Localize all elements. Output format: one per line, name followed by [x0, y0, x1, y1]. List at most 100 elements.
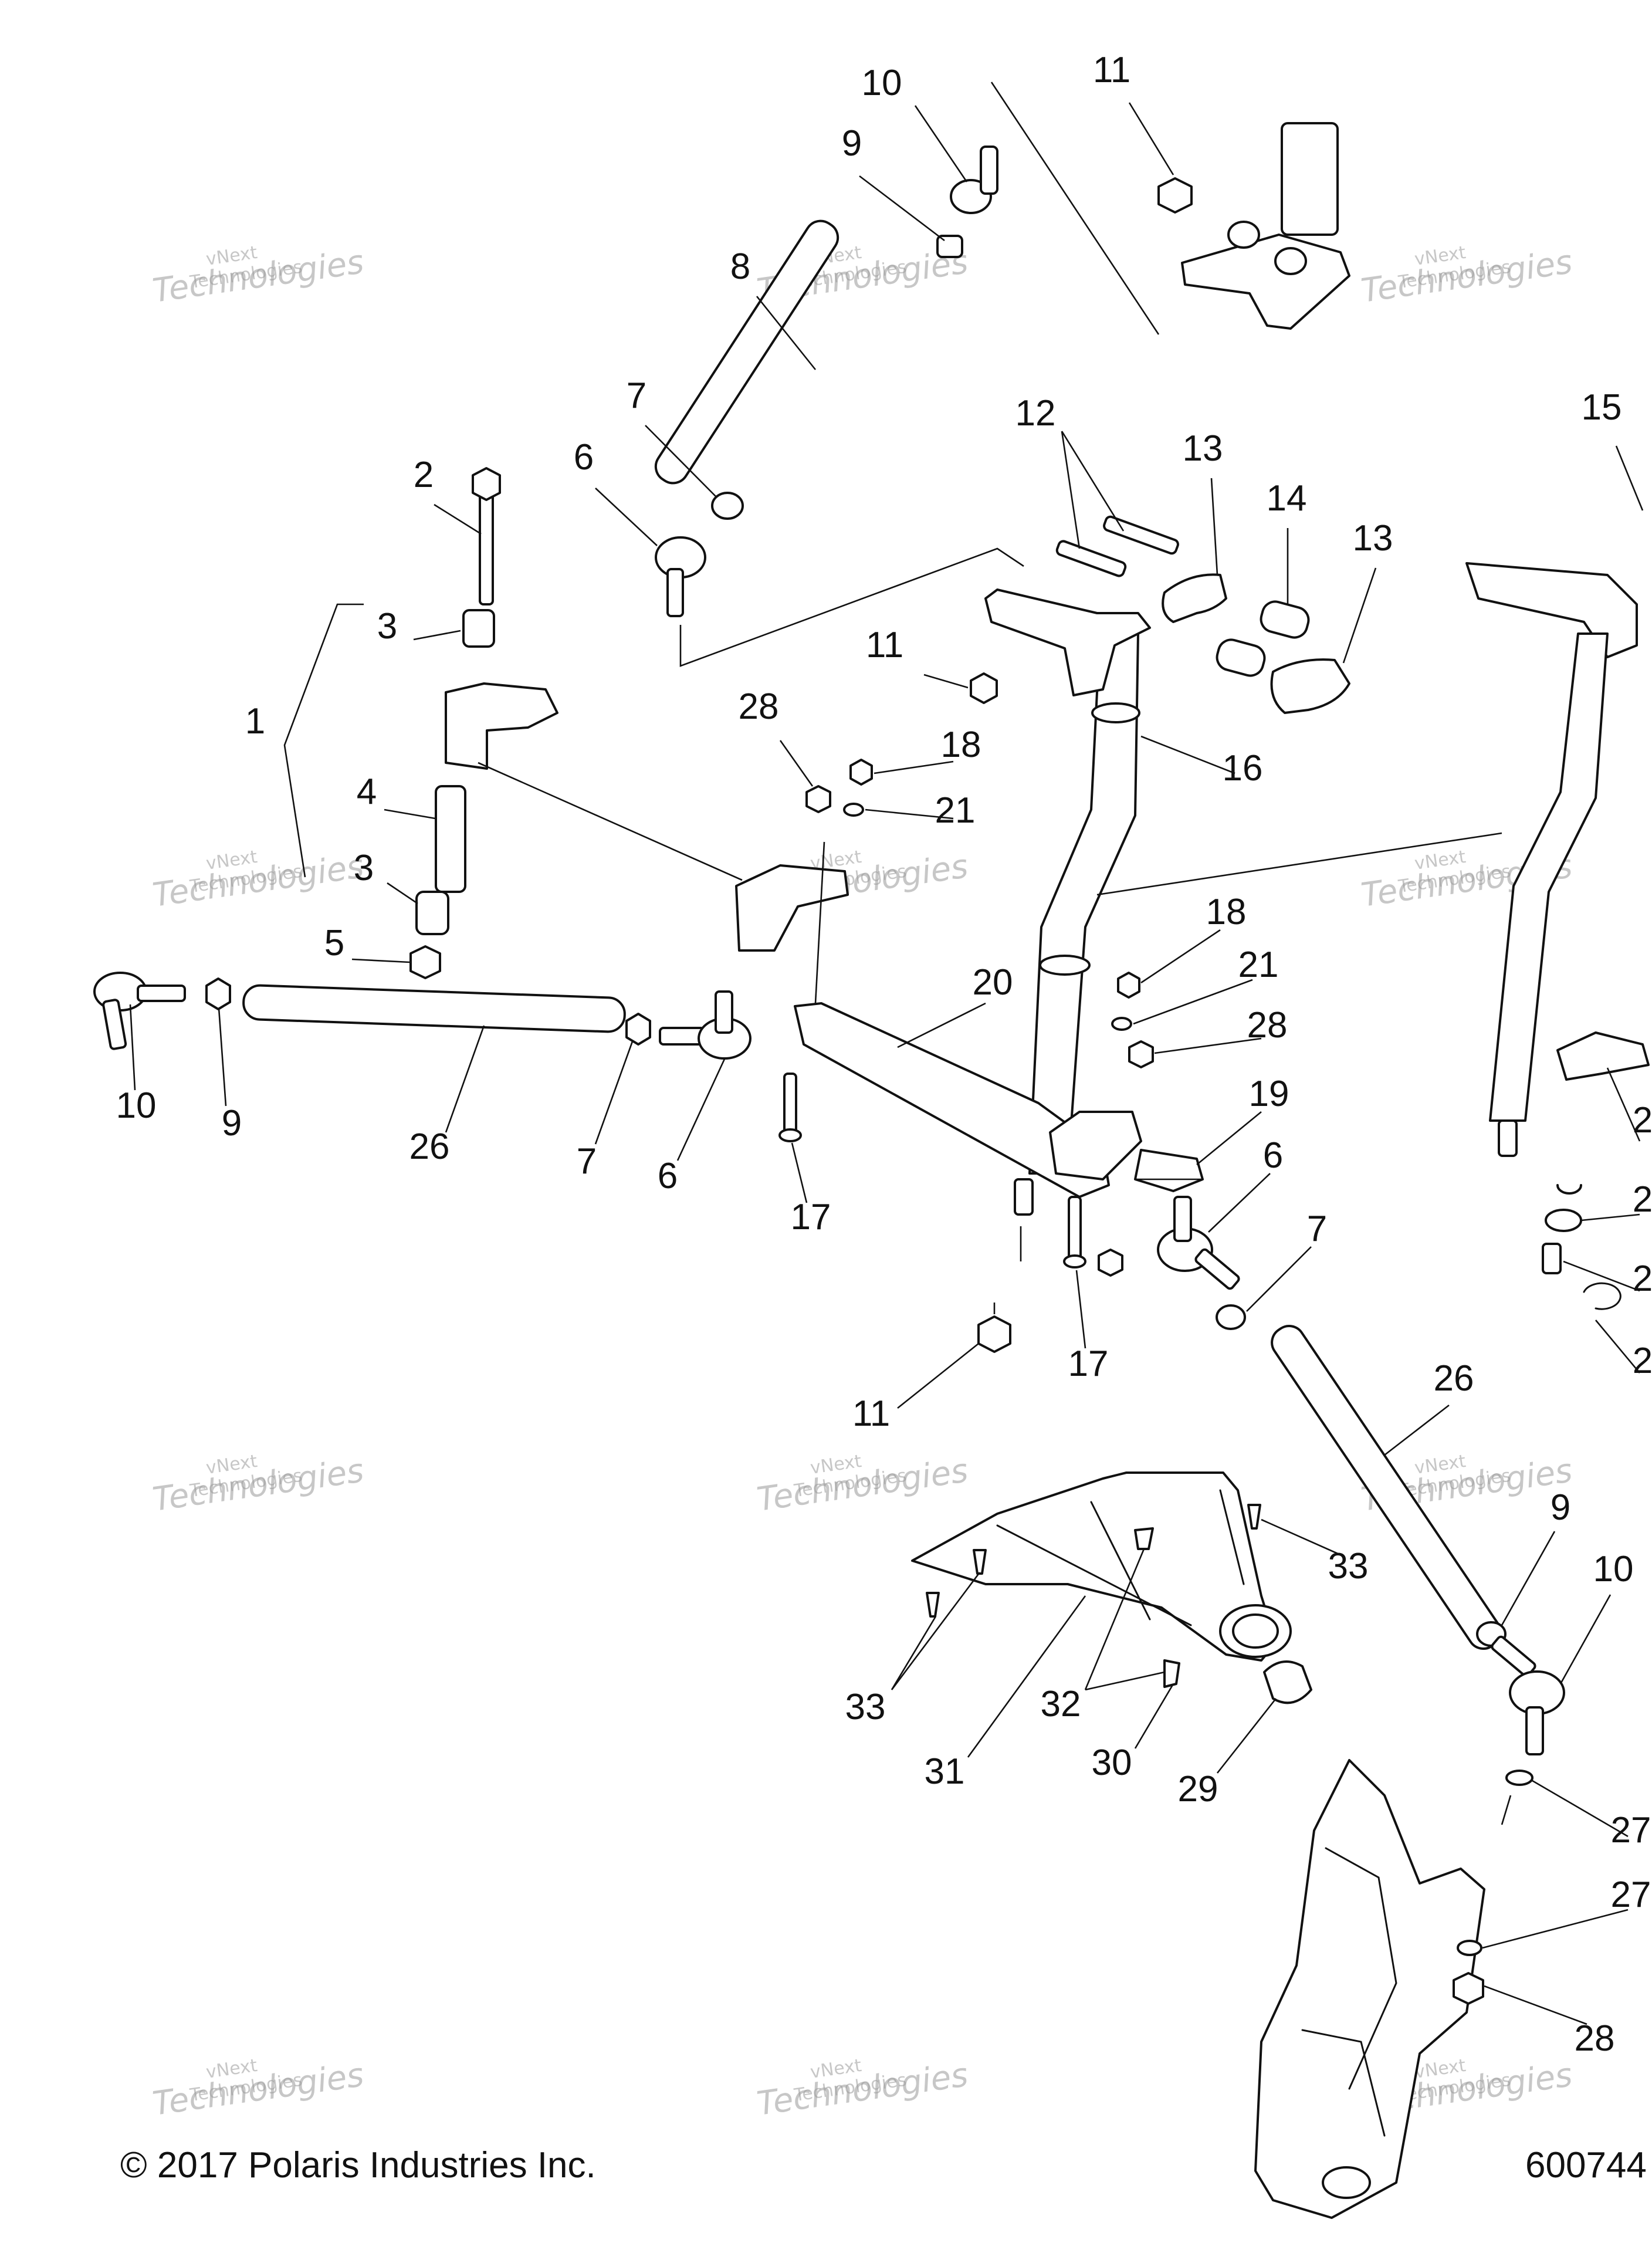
bushing-upper [462, 609, 495, 648]
pivot-arm-leader [478, 762, 743, 881]
upper-tie-rod-assembly [654, 82, 1160, 667]
callout-number: 2 [414, 455, 434, 495]
pushpin-33-a [1247, 1504, 1261, 1530]
tie-rod-end-right-upper-stud [1173, 1196, 1192, 1242]
right-column-shaft [1489, 632, 1609, 1122]
snap-ring-upper [1556, 1184, 1582, 1195]
callout-number: 12 [1015, 393, 1056, 434]
tie-rod-end-left-shaft [137, 985, 186, 1002]
callout-number: 18 [1206, 892, 1247, 932]
jam-nut-upper-bottom [711, 492, 744, 520]
nut-lower-mid [1098, 1249, 1123, 1277]
tie-rod-tube-upper [654, 219, 839, 485]
flange-nut-top [1157, 177, 1193, 214]
tie-rod-end-left-stud [102, 999, 127, 1050]
washer-27-b [1457, 1940, 1482, 1956]
callout-number: 17 [791, 1197, 831, 1237]
copyright-notice: © 2017 Polaris Industries Inc. [120, 2145, 596, 2186]
figure-number: 600744 [1525, 2145, 1647, 2186]
steering-column-assembly [794, 588, 1502, 1261]
pin-right [1542, 1243, 1562, 1274]
callout-number: 9 [222, 1103, 242, 1144]
clamp-bolt-a [1055, 540, 1127, 577]
callout-number: 21 [935, 790, 976, 831]
shield-rib-a [996, 1524, 1192, 1626]
bolt-17-a [783, 1073, 797, 1134]
callout-number: 20 [973, 962, 1013, 1003]
snap-ring-lower [1583, 1282, 1621, 1310]
clamp-13-left [1162, 573, 1227, 623]
washer-27-a [1505, 1770, 1533, 1786]
pushpin-33-b [973, 1549, 987, 1575]
callout-number: 16 [1223, 748, 1263, 789]
callout-number: 33 [845, 1687, 886, 1727]
callout-number: 2 [1633, 1259, 1652, 1299]
shaft-collar-mid [1039, 955, 1091, 976]
callout-number: 2 [1633, 1179, 1652, 1220]
clamp-spacer-14b [1216, 638, 1266, 677]
bolt-17-b-head [1063, 1254, 1086, 1268]
jam-nut-right-upper [1216, 1304, 1246, 1330]
column-clamps [1055, 515, 1350, 714]
callout-number: 3 [377, 606, 397, 647]
steering-shield-assembly [911, 1471, 1312, 1704]
assembly-bracket-upper [990, 82, 1160, 335]
column-clamp-bracket [1181, 234, 1350, 330]
callout-number: 9 [1551, 1487, 1570, 1528]
steering-column-upper [1281, 122, 1339, 236]
steering-knuckle [1254, 1759, 1485, 2219]
pitman-bracket [1049, 1111, 1142, 1180]
right-column [1465, 562, 1650, 1157]
knuckle-bore [1322, 2166, 1371, 2199]
callout-number: 10 [1593, 1549, 1634, 1589]
tie-rod-tube-left [242, 984, 626, 1033]
jam-nut-upper-top [936, 235, 963, 258]
callout-number: 32 [1041, 1684, 1081, 1724]
flange-nut-lower [409, 945, 441, 979]
tie-rod-end-stud-top [980, 146, 998, 195]
tie-rod-end-left-inner-shaft [659, 1027, 705, 1046]
callout-number: 19 [1249, 1074, 1289, 1114]
steering-column-top [1157, 122, 1350, 330]
shield-rib-c [1219, 1489, 1245, 1585]
callout-number: 13 [1353, 518, 1393, 559]
clamp-nut [1274, 247, 1307, 275]
knuckle-leader [1501, 1795, 1512, 1825]
callout-number: 26 [409, 1126, 450, 1167]
callout-number: 7 [577, 1141, 597, 1182]
callout-number: 27 [1611, 1875, 1651, 1915]
callout-number: 33 [1328, 1546, 1369, 1586]
knuckle-detail-b [1301, 2029, 1386, 2137]
jam-nut-left [205, 977, 231, 1010]
callout-number: 1 [245, 701, 265, 742]
callout-number: 6 [574, 437, 594, 478]
spacer-right [1545, 1209, 1582, 1232]
callout-number: 17 [1068, 1344, 1109, 1384]
callout-number: 3 [354, 848, 374, 888]
callout-number: 28 [739, 686, 779, 727]
shield-collar-inner [1232, 1613, 1279, 1649]
screw-30 [1163, 1659, 1180, 1688]
pivot-sleeve [435, 785, 466, 893]
flange-nut-28-knuckle [1453, 1972, 1484, 2005]
callout-number: 9 [842, 123, 862, 164]
knuckle-assembly [1254, 1184, 1621, 2219]
tie-rod-end-right-lower-shaft [1491, 1635, 1536, 1677]
leader-lines [129, 102, 1644, 2025]
flange-nut-28-a [805, 785, 831, 813]
pivot-to-pitman-leader [814, 841, 825, 1004]
shaft-collar-upper [1091, 702, 1140, 723]
clamp-bolt-b [1103, 515, 1179, 555]
pivot-bolt [479, 486, 494, 605]
washer-21-a [843, 803, 864, 817]
assembly-bracket-mid [679, 547, 1024, 667]
bolt-17-a-head [778, 1128, 802, 1142]
callout-number: 7 [1307, 1209, 1327, 1249]
callout-number: 2 [1633, 1341, 1652, 1381]
callout-number: 6 [658, 1156, 678, 1196]
